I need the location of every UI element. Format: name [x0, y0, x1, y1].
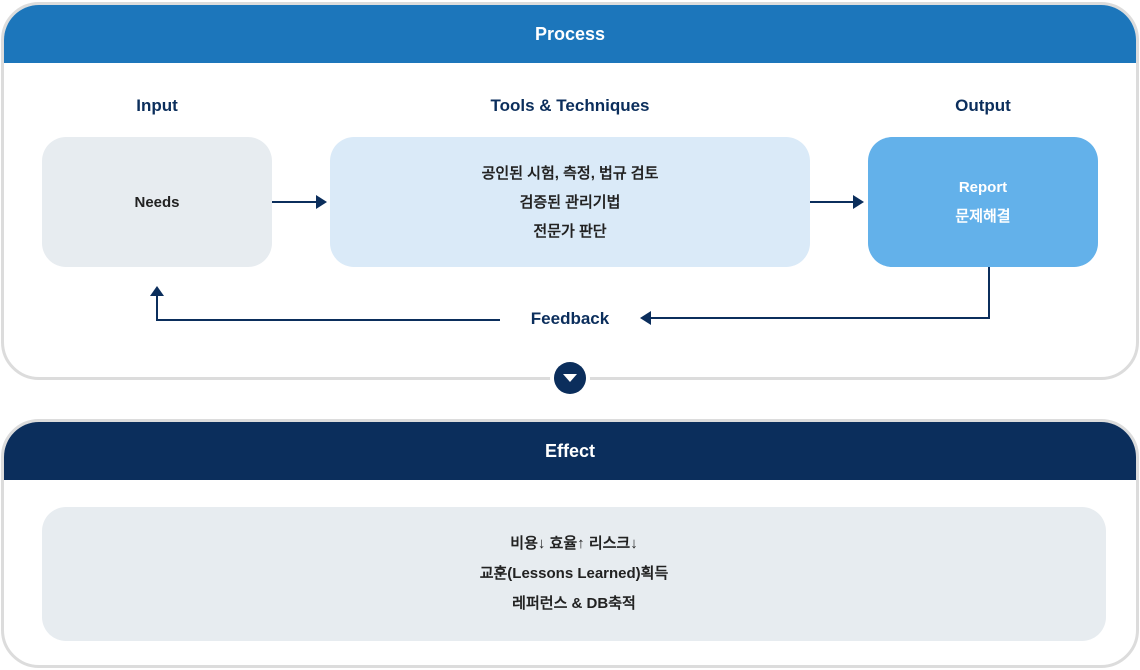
effect-box: 비용↓ 효율↑ 리스크↓ 교훈(Lessons Learned)획득 레퍼런스 …: [42, 507, 1106, 641]
output-line: 문제해결: [955, 208, 1011, 225]
chevron-down-circle-icon: [550, 358, 590, 398]
output-box: Report 문제해결: [868, 137, 1098, 267]
feedback-label: Feedback: [530, 309, 610, 328]
arrow-up-icon: [150, 286, 164, 296]
chevron-down-icon: [554, 362, 586, 394]
output-line: Report: [958, 179, 1008, 196]
column-label-tools: Tools & Techniques: [490, 96, 650, 115]
arrow-feedback-to-needs: [156, 296, 500, 321]
effect-line: 교훈(Lessons Learned)획득: [479, 565, 669, 582]
column-label-output: Output: [955, 96, 1011, 115]
effect-title: Effect: [4, 422, 1136, 480]
arrow-left-icon: [640, 311, 651, 325]
column-label-input: Input: [136, 96, 178, 115]
effect-line: 레퍼런스 & DB축적: [512, 595, 636, 612]
tools-line: 공인된 시험, 측정, 법규 검토: [481, 164, 659, 182]
arrow-right-icon: [853, 195, 864, 209]
needs-text: Needs: [134, 193, 180, 211]
process-title: Process: [4, 5, 1136, 63]
effect-line: 비용↓ 효율↑ 리스크↓: [510, 535, 638, 552]
tools-line: 검증된 관리기법: [519, 193, 621, 211]
arrow-output-to-feedback: [651, 267, 990, 319]
needs-box: Needs: [42, 137, 272, 267]
tools-line: 전문가 판단: [533, 222, 607, 240]
tools-box: 공인된 시험, 측정, 법규 검토 검증된 관리기법 전문가 판단: [330, 137, 810, 267]
arrow-right-icon: [316, 195, 327, 209]
